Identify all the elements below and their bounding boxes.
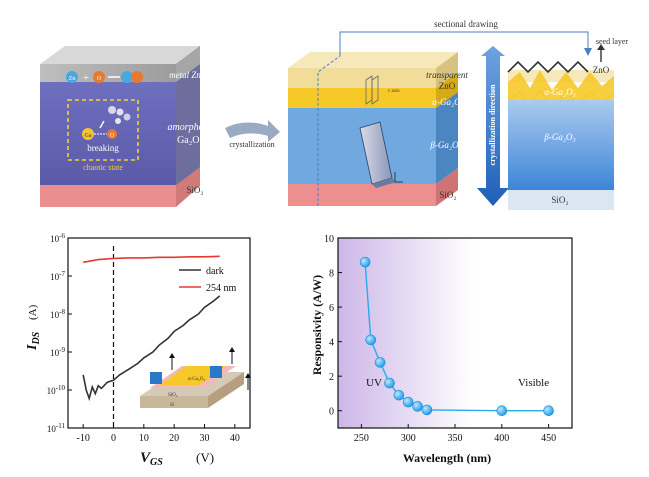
resp-ylabel: Responsivity (A/W) [310,275,324,375]
resp-point [365,334,377,346]
zno-right-label: ZnO [593,65,610,75]
crystallization-direction-label: crystallization direction [488,84,497,166]
iv-y-tick-label: 10-6 [50,232,65,244]
resp-x-tick-label: 300 [401,433,416,444]
sio2-mid-label: SiO₂ [439,190,456,200]
sio2-right-label: SiO₂ [551,195,568,205]
iv-y-tick-label: 10-7 [50,270,65,282]
svg-text:(V): (V) [196,450,214,465]
uv-region-band [338,238,474,428]
iv-series-uv [83,255,220,264]
resp-point [402,396,414,408]
iv-ylabel: IDS (A) [25,304,42,351]
sio2-left-label: SiO₂ [186,185,203,195]
device-inset: α-Ga₂O₃ SiO₂ Si [140,347,251,408]
iv-plot: -10 0 10 20 30 40 10-11 10-10 10-9 10-8 10-7 10-6 [47,232,251,444]
metal-zn-label: metal Zn [169,70,201,80]
sectional-view [507,44,615,210]
svg-text:c axis: c axis [388,89,400,94]
svg-text:Ga: Ga [85,133,92,139]
svg-text:dark: dark [206,266,224,277]
crystallization-label: crystallization [229,140,274,149]
reaction-equation: Zn + O [66,71,143,84]
chaotic-state-label: chaotic state [83,163,123,172]
resp-point [384,377,395,389]
resp-x-tick-label: 250 [354,433,369,444]
svg-text:VGS: VGS [140,450,163,468]
iv-x-tick-label: 0 [111,433,116,444]
iv-x-tick-label: -10 [76,433,89,444]
resp-point [359,256,371,268]
resp-y-tick-label: 0 [329,407,334,418]
sectional-drawing-label: sectional drawing [434,19,498,29]
svg-text:α-Ga₂O₃: α-Ga₂O₃ [188,377,205,382]
iv-x-tick-label: 40 [230,433,240,444]
iv-series-dark [82,295,221,402]
svg-text:O: O [97,76,102,82]
resp-x-tick-label: 350 [448,433,463,444]
crystallized-block [288,52,458,206]
ga-atom [82,128,94,140]
beta-mid-label: β-Ga₂O₃ [429,140,461,150]
resp-xlabel: Wavelength (nm) [403,451,491,465]
iv-y-tick-label: 10-10 [47,384,66,396]
resp-y-tick-label: 8 [329,269,334,280]
iv-x-tick-label: 20 [169,433,179,444]
iv-x-tick-label: 30 [200,433,210,444]
responsivity-plot: 250 300 350 400 450 0 2 4 6 8 10 [324,234,573,444]
amorphous-label: amorphous [167,122,212,133]
resp-y-tick-label: 6 [329,303,334,314]
svg-text:+: + [83,73,89,84]
resp-x-tick-label: 400 [494,433,509,444]
uv-region-label: UV [366,377,382,389]
svg-text:Si: Si [170,403,175,408]
seed-layer-label: seed layer [596,37,629,46]
svg-text:Zn: Zn [69,76,76,82]
beta-right-label: β-Ga₂O₃ [543,132,575,142]
resp-x-tick-label: 450 [541,433,556,444]
iv-y-tick-label: 10-11 [47,422,66,434]
svg-text:O: O [110,133,115,139]
chaotic-box [67,99,139,161]
breaking-label: breaking [87,143,119,153]
resp-point [543,405,554,417]
resp-y-tick-label: 2 [329,372,334,383]
iv-x-tick-label: 10 [139,433,149,444]
iv-y-tick-label: 10-9 [50,346,65,358]
crystallization-arrow [225,120,280,142]
iv-legend: dark 254 nm [179,266,237,294]
resp-y-tick-label: 4 [329,338,334,349]
amorphous-ga2o3-label: Ga₂O₃ [177,135,203,146]
visible-region-label: Visible [518,377,549,389]
resp-point [374,357,386,368]
iv-xlabel: VGS (V) [140,450,214,468]
svg-text:SiO₂: SiO₂ [168,393,178,398]
resp-point [421,404,433,416]
iv-axes-frame [67,237,251,429]
atoms-illustration: Ga O [82,106,131,140]
zno-mid-label: ZnO [439,81,456,91]
resp-point [412,401,423,412]
unit-cell-illustration: c axis [359,75,403,188]
crystallization-direction-arrow [477,46,509,206]
iv-y-tick-label: 10-8 [50,308,65,320]
resp-line [364,262,549,412]
alpha-right-label: α-Ga₂O₃ [544,87,575,97]
o-atom [107,129,117,139]
svg-text:IDS: IDS [25,331,42,351]
svg-text:254 nm: 254 nm [206,283,237,294]
resp-y-tick-label: 10 [324,234,334,245]
resp-point [496,405,508,417]
alpha-mid-label: α-Ga₂O₃ [432,97,463,107]
svg-text:(A): (A) [27,304,39,320]
transparent-label: transparent [426,70,468,80]
resp-point [393,389,405,401]
